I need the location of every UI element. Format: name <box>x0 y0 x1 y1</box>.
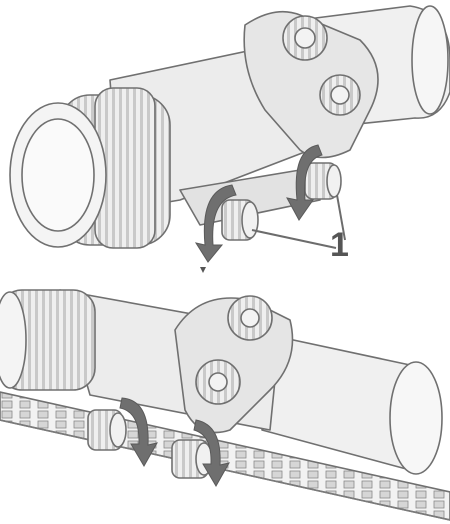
top-scope-assembly <box>9 5 450 249</box>
knob-icon-bottom-right <box>171 439 213 479</box>
knob-icon-top-left <box>221 199 259 241</box>
arrow-icon-bottom-left <box>119 397 158 467</box>
knob-icon-bottom-left <box>87 409 127 451</box>
callout-label-1: 1 <box>330 226 349 264</box>
arrow-icon-top-right <box>286 144 323 221</box>
mount-bracket <box>243 10 379 159</box>
callout-line-right <box>336 194 346 241</box>
bottom-scope-assembly <box>0 289 450 521</box>
callout-line-left <box>251 229 337 249</box>
knob-icon-top-right <box>304 162 342 200</box>
arrow-icon-top-left <box>194 184 237 263</box>
arrow-icon-bottom-right <box>193 419 230 487</box>
